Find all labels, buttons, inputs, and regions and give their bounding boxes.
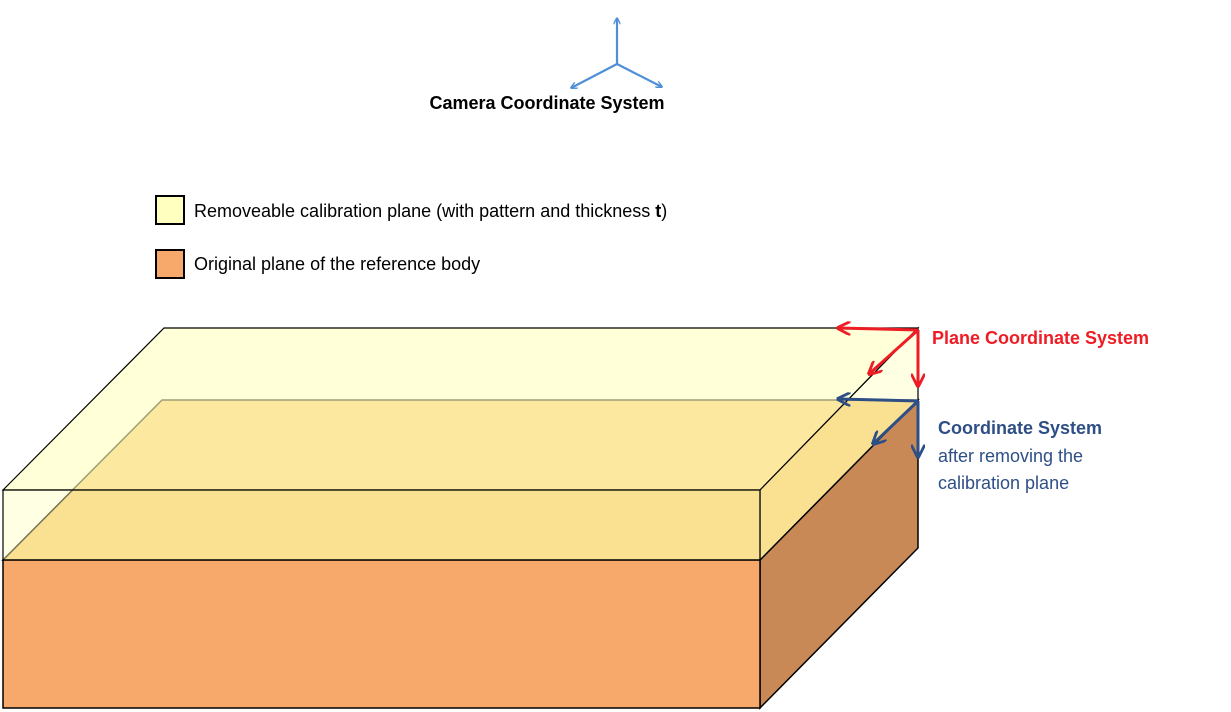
plane-cs-label: Plane Coordinate System [932, 328, 1149, 348]
removed-cs-line1: after removing the [938, 446, 1083, 466]
legend-label-calibration-plane: Removeable calibration plane (with patte… [194, 201, 667, 221]
legend-swatch-calibration-plane [155, 195, 185, 225]
reference-body-front [2, 559, 761, 709]
removed-cs-title: Coordinate System [938, 418, 1102, 438]
legend-label-reference-body: Original plane of the reference body [194, 254, 480, 274]
calibration-plane [1, 326, 920, 562]
legend-swatch-reference-body [155, 249, 185, 279]
removed-cs-line2: calibration plane [938, 473, 1069, 493]
camera-cs-label: Camera Coordinate System [429, 93, 664, 113]
camera-axes-icon [571, 18, 662, 88]
body-axes-icon [838, 399, 918, 457]
plane-axes-icon [838, 328, 918, 386]
